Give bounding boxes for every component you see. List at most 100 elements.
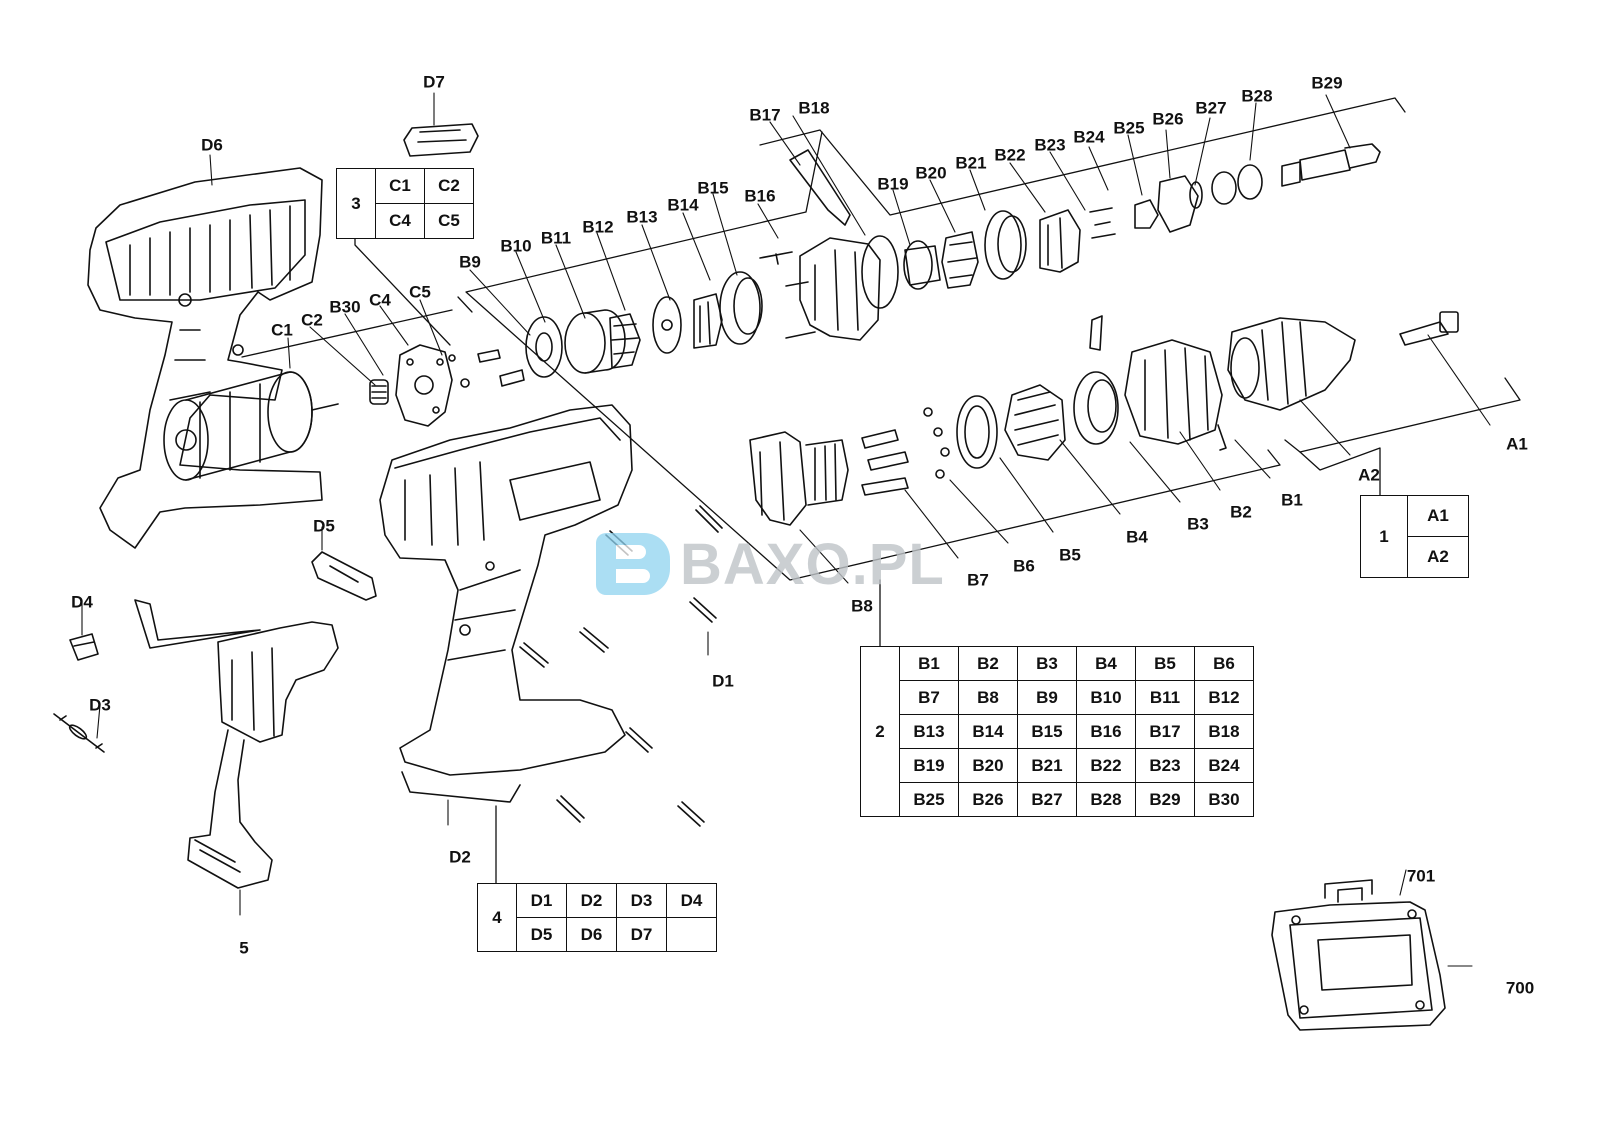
callout-b15: B15	[697, 178, 729, 198]
callout-d1: D1	[712, 671, 734, 691]
group-cell	[666, 917, 717, 952]
baxo-logo-icon	[596, 533, 670, 595]
group-cell: A2	[1407, 536, 1469, 578]
clip-d4	[69, 633, 99, 661]
group-cell: D2	[566, 883, 617, 918]
callout-b2: B2	[1230, 502, 1252, 522]
group-cell: C5	[424, 203, 474, 239]
group-1-table: 1 A1 A2	[1360, 495, 1469, 578]
group-cell: B9	[1017, 680, 1077, 715]
screws-c5	[448, 349, 525, 388]
callout-701: 701	[1406, 866, 1436, 886]
callout-b3: B3	[1187, 514, 1209, 534]
callout-b20: B20	[915, 163, 947, 183]
group-cell: B19	[899, 748, 959, 783]
group-4-number: 4	[477, 883, 517, 952]
callout-b23: B23	[1034, 135, 1066, 155]
callout-b26: B26	[1152, 109, 1184, 129]
group-cell: B25	[899, 782, 959, 817]
group-cell: B10	[1076, 680, 1136, 715]
callout-b19: B19	[877, 174, 909, 194]
group-cell: B18	[1194, 714, 1254, 749]
spring-clip-d5	[311, 551, 377, 601]
group-cell: B30	[1194, 782, 1254, 817]
callout-b14: B14	[667, 195, 699, 215]
callout-b29: B29	[1311, 73, 1343, 93]
callout-b25: B25	[1113, 118, 1145, 138]
callout-b13: B13	[626, 207, 658, 227]
gearbox-parts-upper	[525, 251, 816, 378]
screws-d1	[519, 505, 723, 827]
group-cell: B11	[1135, 680, 1195, 715]
group-cell: D4	[666, 883, 717, 918]
clip-d7	[403, 123, 479, 157]
group-cell: B16	[1076, 714, 1136, 749]
group-cell: B1	[899, 646, 959, 681]
gearbox-parts-right	[903, 143, 1381, 290]
group-cell: B5	[1135, 646, 1195, 681]
callout-b7: B7	[967, 570, 989, 590]
callout-b11: B11	[540, 228, 572, 248]
group-cell: C1	[375, 168, 425, 204]
callout-b1: B1	[1281, 490, 1303, 510]
group-cell: B17	[1135, 714, 1195, 749]
callout-d3: D3	[89, 695, 111, 715]
callout-a1: A1	[1506, 434, 1528, 454]
group-cell: D7	[616, 917, 667, 952]
baxo-watermark: BAXO.PL	[596, 528, 945, 600]
group-cell: B15	[1017, 714, 1077, 749]
group-cell: B21	[1017, 748, 1077, 783]
callout-b27: B27	[1195, 98, 1227, 118]
callout-b8: B8	[851, 596, 873, 616]
callout-c4: C4	[369, 290, 391, 310]
callout-c5: C5	[409, 282, 431, 302]
group-outline-lines	[241, 97, 1521, 884]
callout-5: 5	[239, 938, 249, 958]
group-cell: B3	[1017, 646, 1077, 681]
callout-700: 700	[1505, 978, 1535, 998]
callout-c2: C2	[301, 310, 323, 330]
callout-b24: B24	[1073, 127, 1105, 147]
group-cell: B6	[1194, 646, 1254, 681]
group-cell: B28	[1076, 782, 1136, 817]
callout-b21: B21	[955, 153, 987, 173]
callout-b18: B18	[798, 98, 830, 118]
group-cell: B14	[958, 714, 1018, 749]
callout-b12: B12	[582, 217, 614, 237]
motor	[163, 371, 339, 481]
group-3-number: 3	[336, 168, 376, 239]
group-cell: B2	[958, 646, 1018, 681]
callout-c1: C1	[271, 320, 293, 340]
group-1-number: 1	[1360, 495, 1408, 578]
group-cell: D3	[616, 883, 667, 918]
group-cell: B24	[1194, 748, 1254, 783]
group-cell: B20	[958, 748, 1018, 783]
clutch-parts-lower	[749, 311, 1459, 526]
group-cell: B13	[899, 714, 959, 749]
group-cell: B26	[958, 782, 1018, 817]
group-cell: B22	[1076, 748, 1136, 783]
group-cell: B4	[1076, 646, 1136, 681]
watermark-text: BAXO.PL	[680, 531, 945, 597]
group-cell: B8	[958, 680, 1018, 715]
callout-b6: B6	[1013, 556, 1035, 576]
group-cell: B12	[1194, 680, 1254, 715]
callout-b30: B30	[329, 297, 361, 317]
group-cell: D6	[566, 917, 617, 952]
carry-case	[1271, 879, 1446, 1031]
group-cell: D5	[516, 917, 567, 952]
group-cell: B23	[1135, 748, 1195, 783]
callout-b22: B22	[994, 145, 1026, 165]
callout-b5: B5	[1059, 545, 1081, 565]
callout-b9: B9	[459, 252, 481, 272]
callout-d2: D2	[449, 847, 471, 867]
callout-a2: A2	[1358, 465, 1380, 485]
motor-plate-c4	[395, 344, 453, 427]
pin-d3	[53, 713, 105, 753]
group-cell: B29	[1135, 782, 1195, 817]
